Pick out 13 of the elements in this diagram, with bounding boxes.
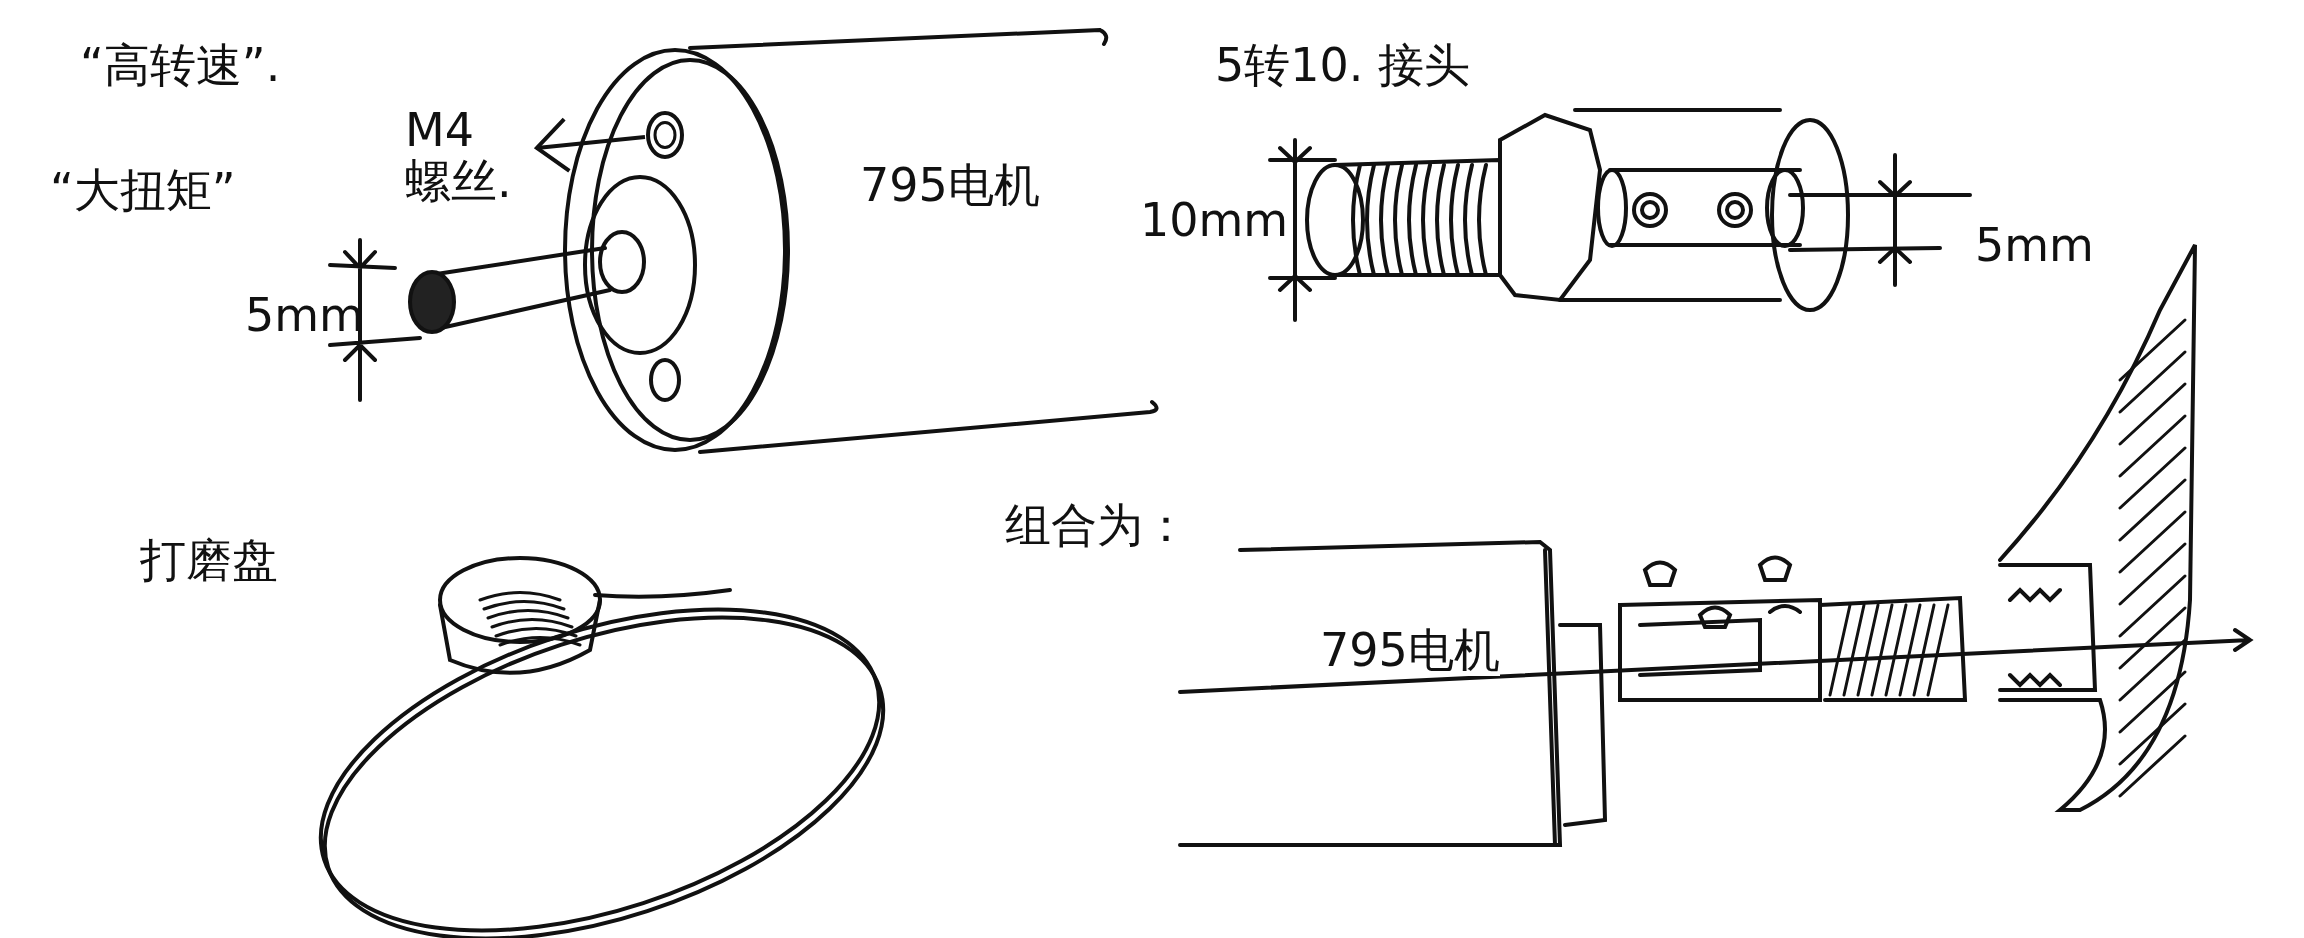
- dimension-label: 10mm: [1140, 195, 1289, 246]
- dimension-label: 5mm: [1975, 220, 2094, 271]
- part-label: 打磨盘: [140, 535, 278, 586]
- part-label: 795电机: [860, 160, 1040, 211]
- leader-line: [534, 117, 646, 173]
- part-label: 5转10. 接头: [1215, 40, 1471, 91]
- heading-text: 组合为：: [1005, 500, 1189, 551]
- note-text: “大扭矩”: [50, 165, 236, 216]
- part-label: 795电机: [1320, 625, 1500, 676]
- note-text: “高转速”.: [80, 40, 281, 91]
- callout-text: M4 螺丝.: [405, 105, 517, 207]
- screw-hole: [645, 110, 685, 160]
- dimension-label: 5mm: [245, 290, 364, 341]
